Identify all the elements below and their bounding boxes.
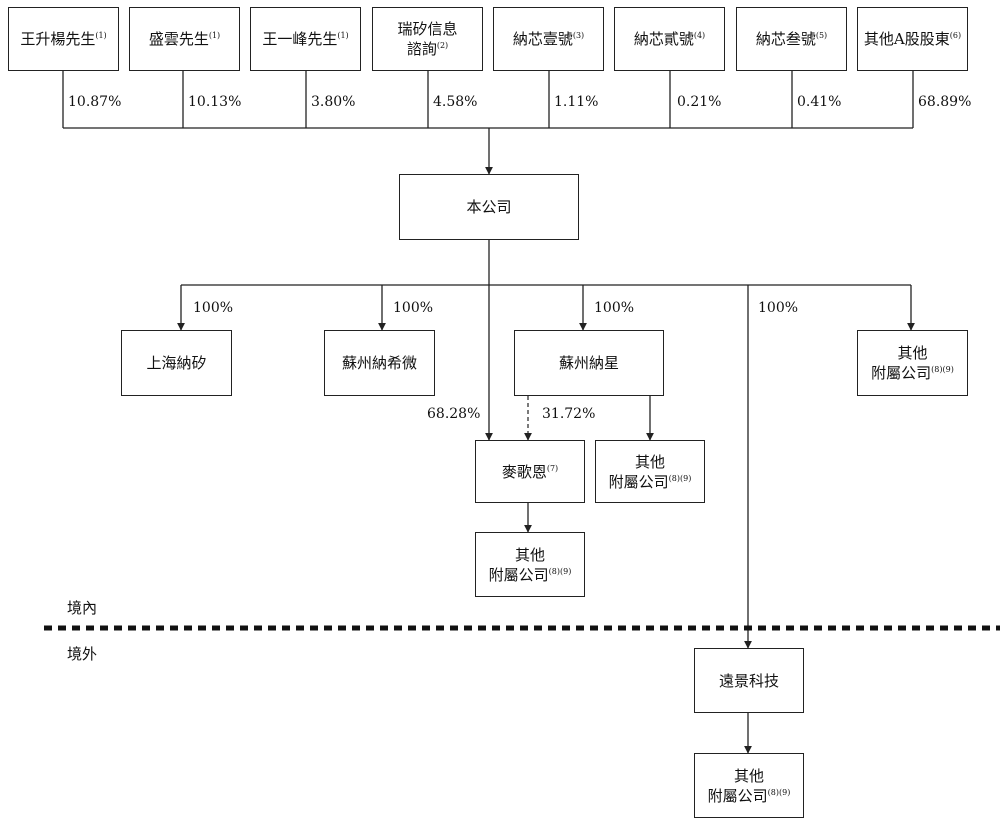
subsidiary-box-other-maigeen: 其他 附屬公司(8)(9) [475,532,585,597]
shareholder-name: 納芯壹號 [512,30,573,48]
subsidiary-box-naxing: 蘇州納星 [514,330,664,396]
subsidiary-pct-naxing: 100% [594,300,635,316]
shareholder-box-wang-shengyang: 王升楊先生(1) [8,7,119,71]
shareholder-box-naxin-2: 納芯貳號(4) [614,7,725,71]
shareholding-pct: 68.89% [918,94,972,110]
footnote-ref: (2) [436,41,449,50]
subsidiary-box-yuanjing: 遠景科技 [694,648,804,713]
shareholder-box-sheng-yun: 盛雲先生(1) [129,7,240,71]
shareholder-box-wang-yifeng: 王一峰先生(1) [250,7,361,71]
shareholder-name: 納芯叁號 [755,30,816,48]
footnote-ref: (8)(9) [668,473,692,483]
maigeen-pct-company: 68.28% [427,406,481,422]
footnote-ref: (8)(9) [767,787,791,797]
shareholder-name: 瑞矽信息 [397,20,458,38]
shareholder-box-ruixi: 瑞矽信息 諮詢(2) [372,7,483,71]
footnote-ref: (7) [546,463,559,473]
subsidiary-name: 上海納矽 [146,354,207,372]
subsidiary-box-xiwei: 蘇州納希微 [324,330,435,396]
subsidiary-line1: 其他 [733,766,764,785]
footnote-ref: (8)(9) [548,566,572,576]
subsidiary-name: 麥歌恩 [501,462,547,481]
footnote-ref: (8)(9) [931,365,954,374]
subsidiary-line1: 其他 [634,452,665,471]
footnote-ref: (1) [337,31,349,40]
shareholder-name: 王一峰先生 [262,30,338,48]
subsidiary-box-other-yuanjing: 其他 附屬公司(8)(9) [694,753,804,818]
shareholder-name-line2: 諮詢 [406,40,437,58]
shareholding-pct: 0.21% [677,94,722,110]
shareholder-box-naxin-1: 納芯壹號(3) [493,7,604,71]
shareholding-pct: 10.13% [188,94,242,110]
subsidiary-box-other-naxing: 其他 附屬公司(8)(9) [595,440,705,503]
subsidiary-box-maigeen: 麥歌恩(7) [475,440,585,503]
footnote-ref: (1) [95,31,107,40]
footnote-ref: (6) [949,31,962,40]
footnote-ref: (4) [693,31,706,40]
subsidiary-line1: 其他 [514,545,545,564]
shareholder-name: 其他A股股東 [863,30,950,48]
shareholder-name: 納芯貳號 [633,30,694,48]
subsidiary-line2: 附屬公司 [871,364,932,382]
shareholding-pct: 10.87% [68,94,122,110]
subsidiary-name: 蘇州納星 [558,354,619,372]
subsidiary-box-shanghai: 上海納矽 [121,330,232,396]
subsidiary-pct-shanghai: 100% [193,300,234,316]
footnote-ref: (5) [815,31,828,40]
shareholder-name: 盛雲先生 [148,30,209,48]
maigeen-pct-naxing: 31.72% [542,406,596,422]
company-box: 本公司 [399,174,579,240]
subsidiary-pct-xiwei: 100% [393,300,434,316]
footnote-ref: (1) [208,31,221,40]
subsidiary-line2: 附屬公司 [488,565,549,584]
region-label-domestic: 境內 [67,599,98,617]
shareholding-pct: 1.11% [554,94,599,110]
subsidiary-name: 遠景科技 [718,671,779,690]
shareholding-pct: 0.41% [797,94,842,110]
subsidiary-line2: 附屬公司 [707,786,768,805]
shareholder-box-naxin-3: 納芯叁號(5) [736,7,847,71]
subsidiary-pct-yuanjing: 100% [758,300,799,316]
subsidiary-name: 蘇州納希微 [341,354,417,372]
region-label-overseas: 境外 [67,645,98,663]
shareholder-box-other-a-shares: 其他A股股東(6) [857,7,968,71]
shareholder-name: 王升楊先生 [20,30,96,48]
subsidiary-line2: 附屬公司 [608,472,669,491]
footnote-ref: (3) [572,31,585,40]
shareholding-pct: 4.58% [433,94,478,110]
shareholding-pct: 3.80% [311,94,356,110]
company-name: 本公司 [466,198,512,216]
subsidiary-line1: 其他 [897,344,928,362]
subsidiary-box-other-top: 其他 附屬公司(8)(9) [857,330,968,396]
